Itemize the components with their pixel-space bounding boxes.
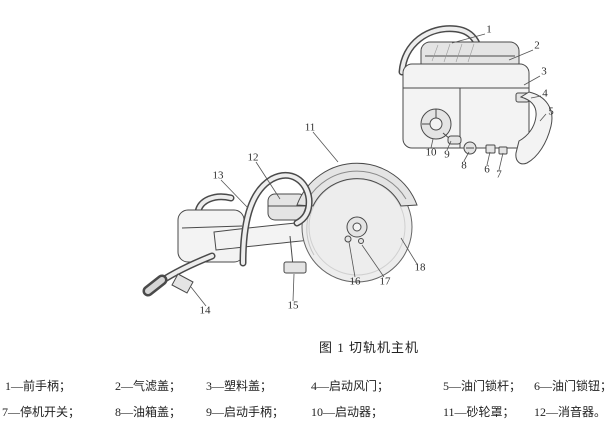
- callout-14: 14: [199, 304, 211, 317]
- lower-bracket-left: [171, 273, 194, 294]
- legend-item-11: 11—砂轮罩；: [443, 405, 515, 419]
- legend-item-4: 4—启动风门；: [311, 379, 390, 393]
- wheel-guard: [296, 162, 418, 207]
- callout-9: 9: [444, 148, 450, 161]
- callout-16: 16: [349, 275, 361, 288]
- callout-1: 1: [486, 23, 492, 36]
- callout-4: 4: [542, 87, 548, 100]
- legend-item-3: 3—塑料盖；: [206, 379, 273, 393]
- callout-18: 18: [414, 261, 426, 274]
- callout-12: 12: [247, 151, 259, 164]
- legend-item-9: 9—启动手柄；: [206, 405, 285, 419]
- leader-lines: [190, 33, 547, 307]
- callout-10: 10: [425, 146, 437, 159]
- machine-side-view: [142, 162, 418, 297]
- callout-3: 3: [541, 65, 547, 78]
- air-filter-cover: [420, 41, 520, 65]
- legend-item-1: 1—前手柄；: [5, 379, 72, 393]
- callout-7: 7: [496, 168, 502, 181]
- legend-item-10: 10—启动器；: [311, 405, 384, 419]
- legend-item-5: 5—油门锁杆；: [443, 379, 522, 393]
- throttle-lock-button: [485, 144, 496, 154]
- cover-hatching: [431, 43, 475, 63]
- legend-item-7: 7—停机开关；: [2, 405, 81, 419]
- callout-11: 11: [304, 121, 316, 134]
- engine-body: [402, 63, 530, 149]
- engine-rear-view: [398, 25, 553, 165]
- callout-13: 13: [212, 169, 224, 182]
- rear-handle: [515, 91, 553, 165]
- stop-switch: [498, 146, 508, 155]
- callout-15: 15: [287, 299, 299, 312]
- starter-grip: [447, 135, 462, 145]
- callout-17: 17: [379, 275, 391, 288]
- legend-item-8: 8—油箱盖；: [115, 405, 182, 419]
- callout-6: 6: [484, 163, 490, 176]
- figure-caption: 图 1 切轨机主机: [319, 340, 420, 355]
- legend-item-12: 12—消音器。: [534, 405, 607, 419]
- callout-8: 8: [461, 159, 467, 172]
- lower-bracket-center: [283, 261, 307, 274]
- legend-item-2: 2—气滤盖；: [115, 379, 182, 393]
- callout-5: 5: [548, 105, 554, 118]
- callout-2: 2: [534, 39, 540, 52]
- legend-item-6: 6—油门锁钮；: [534, 379, 611, 393]
